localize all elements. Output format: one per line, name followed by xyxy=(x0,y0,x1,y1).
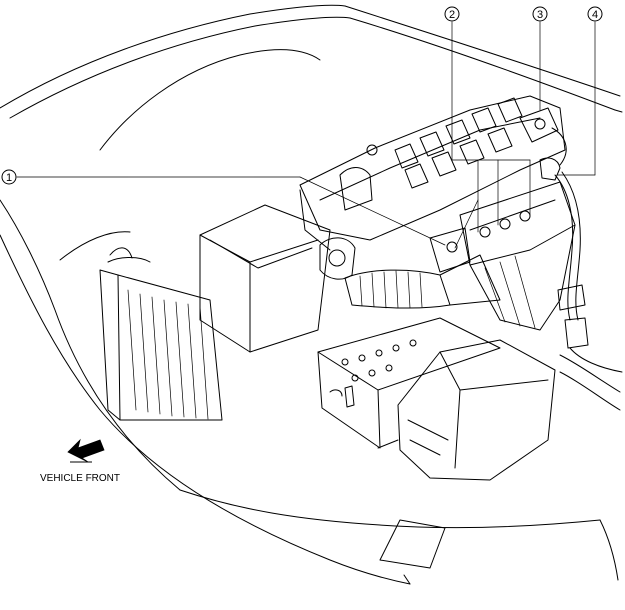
vehicle-front-label: VEHICLE FRONT xyxy=(40,473,120,484)
intake-manifold xyxy=(459,181,576,331)
callout-4-number: 4 xyxy=(592,9,598,21)
throttle-body xyxy=(319,227,471,280)
callout-3: 3 xyxy=(532,6,548,22)
callout-1-number: 1 xyxy=(6,172,12,184)
purge-solenoid-and-hose xyxy=(519,107,623,373)
callout-3-number: 3 xyxy=(537,9,543,21)
radiator-support xyxy=(99,247,223,421)
vehicle-body-outline xyxy=(0,4,623,585)
air-cleaner-box xyxy=(199,204,331,353)
callout-2: 2 xyxy=(444,6,460,22)
callout-2-number: 2 xyxy=(449,9,455,21)
engine-cylinder-head xyxy=(299,95,566,251)
callout-4: 4 xyxy=(587,6,603,22)
vehicle-front-arrow-icon xyxy=(67,438,105,463)
fuse-block-cover xyxy=(397,339,556,481)
intake-hose xyxy=(344,254,501,309)
leader-lines xyxy=(16,21,596,249)
battery xyxy=(317,317,501,449)
callout-1: 1 xyxy=(1,169,17,185)
